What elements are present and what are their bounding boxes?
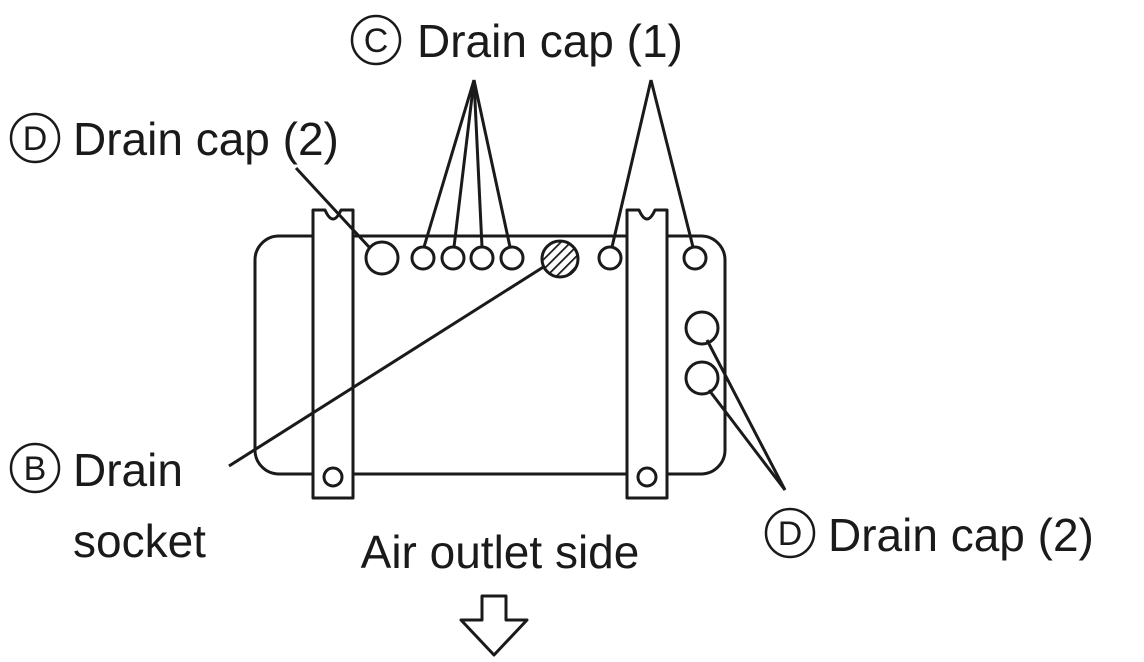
drain-cap-1-label: Drain cap (1) bbox=[417, 15, 683, 67]
drain-cap-2-right-label: Drain cap (2) bbox=[828, 509, 1094, 561]
leader-line bbox=[472, 79, 512, 248]
drain-cap-2-top-label: Drain cap (2) bbox=[73, 113, 339, 165]
drain-cap-2-right bbox=[684, 310, 720, 346]
drain-cap-2-right bbox=[684, 360, 720, 396]
air-outlet-side-label: Air outlet side bbox=[361, 526, 640, 578]
drain-cap-1-port bbox=[682, 245, 708, 271]
leader-line bbox=[294, 166, 371, 249]
marker-d-letter: D bbox=[778, 515, 803, 553]
drain-cap-1-port bbox=[440, 245, 466, 271]
leader-line bbox=[707, 389, 787, 491]
hatched-circle-icon bbox=[540, 239, 580, 279]
drain-socket-label-line1: Drain bbox=[73, 444, 183, 496]
leader-line bbox=[610, 79, 653, 248]
leader-line bbox=[228, 264, 546, 468]
down-arrow-outline-icon bbox=[459, 594, 529, 657]
left-mounting-bracket bbox=[311, 208, 355, 500]
unit-body bbox=[253, 234, 727, 476]
drain-cap-1-port bbox=[597, 245, 623, 271]
marker-d-letter: D bbox=[23, 120, 48, 158]
right-bracket-hole bbox=[636, 466, 658, 488]
marker-d-circle bbox=[9, 112, 61, 164]
marker-d-circle bbox=[764, 507, 816, 559]
leader-line bbox=[705, 339, 787, 491]
right-mounting-bracket bbox=[625, 208, 669, 500]
marker-c-letter: C bbox=[364, 22, 389, 60]
leader-line bbox=[649, 79, 695, 248]
drain-cap-2-top bbox=[364, 240, 400, 276]
marker-b-letter: B bbox=[24, 450, 47, 488]
drain-cap-1-port bbox=[410, 245, 436, 271]
drain-socket-label-line2: socket bbox=[73, 515, 206, 567]
drain-cap-1-port bbox=[499, 245, 525, 271]
leader-line bbox=[422, 79, 476, 248]
leader-line bbox=[452, 79, 476, 248]
marker-c-circle bbox=[350, 14, 402, 66]
left-bracket-hole bbox=[322, 466, 344, 488]
leader-line bbox=[472, 79, 484, 248]
marker-b-circle bbox=[9, 442, 61, 494]
